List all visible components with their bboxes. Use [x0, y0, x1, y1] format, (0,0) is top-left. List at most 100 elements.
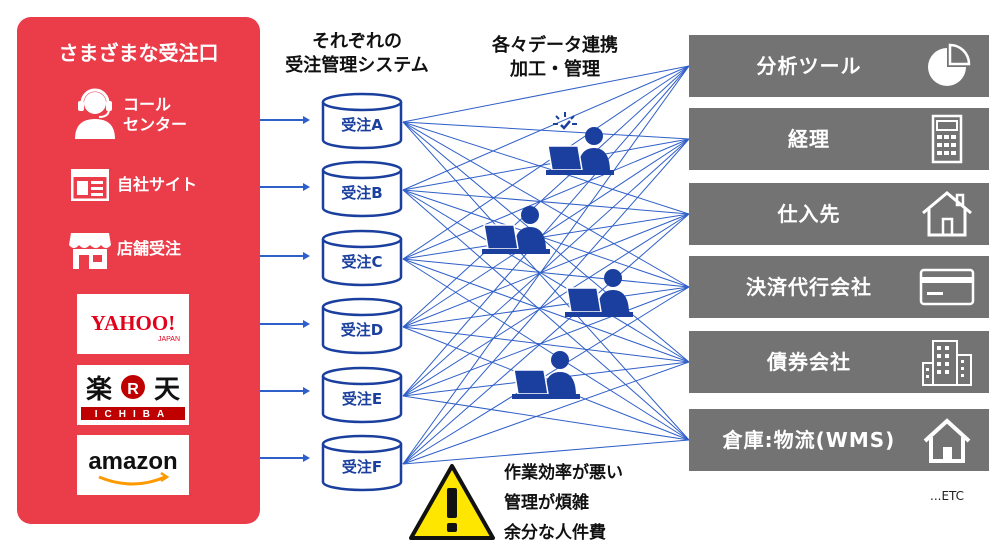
- pie-chart-icon: [919, 41, 975, 91]
- mesh-connection-line: [402, 213, 690, 328]
- destination-box: 経理: [689, 108, 989, 170]
- mesh-connection-line: [402, 138, 690, 465]
- sparkle-icon: [553, 112, 577, 130]
- destination-label: 倉庫:物流(WMS): [722, 428, 896, 452]
- destination-label: 仕入先: [777, 202, 841, 226]
- mesh-connection-line: [402, 286, 690, 328]
- svg-text:JAPAN: JAPAN: [158, 336, 180, 343]
- database-icon: [321, 229, 403, 287]
- order-channels-panel: さまざまな受注口 コール センター 自社サイト 店舗受注 YAHOO! JAPA…: [17, 17, 260, 524]
- problem-item: 余分な人件費: [504, 523, 606, 543]
- worker-at-laptop-icon: [546, 127, 614, 175]
- etc-label: ...ETC: [930, 489, 965, 503]
- database-icon: [321, 297, 403, 355]
- mesh-connection-line: [402, 395, 690, 441]
- website-icon: [71, 169, 109, 201]
- mesh-connection-line: [402, 258, 690, 441]
- mesh-connection-line: [402, 189, 690, 363]
- db-label: 受注D: [340, 321, 384, 339]
- db-label: 受注E: [341, 390, 383, 408]
- db-label: 受注A: [341, 116, 383, 134]
- mesh-connection-line: [402, 65, 690, 328]
- mesh-connection-line: [402, 258, 690, 363]
- buildings-icon: [919, 337, 975, 387]
- destination-label: 債券会社: [767, 350, 851, 374]
- mesh-connection-line: [402, 121, 690, 288]
- amazon-logo: amazon: [77, 435, 189, 495]
- worker-at-laptop-icon: [565, 269, 633, 317]
- order-system-db: 受注B: [321, 160, 403, 218]
- order-system-db: 受注D: [321, 297, 403, 355]
- db-label: 受注C: [341, 253, 383, 271]
- call-center-icon: [75, 88, 115, 139]
- arrow-head-right: [303, 116, 310, 124]
- svg-text:YAHOO!: YAHOO!: [91, 311, 175, 335]
- arrow-head-right: [303, 454, 310, 462]
- mesh-connection-line: [402, 138, 690, 328]
- mesh-connection-line: [402, 65, 690, 397]
- problem-list: 作業効率が悪い 管理が煩雑 余分な人件費: [504, 458, 623, 548]
- arrow-head-right: [303, 320, 310, 328]
- process-column-title: 各々データ連携 加工・管理: [492, 35, 618, 80]
- mesh-connection-line: [402, 286, 690, 465]
- mesh-connection-line: [402, 138, 690, 191]
- order-system-db: 受注E: [321, 366, 403, 424]
- source-label-store: 店舗受注: [117, 239, 182, 258]
- mesh-connection-line: [402, 189, 690, 441]
- store-icon: [69, 233, 111, 269]
- destination-label: 決済代行会社: [746, 275, 872, 299]
- svg-text:ICHIBA: ICHIBA: [95, 409, 171, 420]
- mesh-connection-line: [402, 326, 690, 363]
- house-icon: [919, 189, 975, 239]
- database-icon: [321, 366, 403, 424]
- svg-text:天: 天: [154, 375, 180, 405]
- source-label-call-center: コール センター: [123, 95, 188, 134]
- calculator-icon: [919, 114, 975, 164]
- mesh-connection-line: [402, 65, 690, 260]
- destination-box: 債券会社: [689, 331, 989, 393]
- database-icon: [321, 434, 403, 492]
- svg-text:amazon: amazon: [88, 448, 177, 475]
- arrow-head-right: [303, 252, 310, 260]
- mesh-connection-line: [402, 189, 690, 215]
- destination-box: 倉庫:物流(WMS): [689, 409, 989, 471]
- order-system-db: 受注C: [321, 229, 403, 287]
- arrow-head-right: [303, 183, 310, 191]
- mesh-connection-line: [402, 213, 690, 465]
- svg-text:楽: 楽: [86, 375, 113, 405]
- mesh-connection-line: [402, 65, 690, 123]
- mesh-connection-line: [402, 439, 690, 465]
- warning-icon: [409, 464, 495, 540]
- order-system-db: 受注F: [321, 434, 403, 492]
- svg-text:R: R: [127, 381, 139, 398]
- destination-box: 決済代行会社: [689, 256, 989, 318]
- problem-item: 作業効率が悪い: [504, 463, 623, 483]
- mesh-connection-line: [402, 258, 690, 288]
- yahoo-japan-logo: YAHOO! JAPAN: [77, 294, 189, 354]
- db-label: 受注B: [341, 184, 383, 202]
- systems-column-title: それぞれの 受注管理システム: [285, 31, 429, 76]
- mesh-connection-line: [402, 138, 690, 397]
- destination-label: 経理: [788, 127, 830, 151]
- mesh-connection-line: [402, 213, 690, 397]
- mesh-connection-line: [402, 138, 690, 260]
- mesh-connection-line: [402, 189, 690, 288]
- destination-box: 仕入先: [689, 183, 989, 245]
- order-system-db: 受注A: [321, 92, 403, 150]
- arrow-head-right: [303, 387, 310, 395]
- mesh-connection-line: [402, 121, 690, 363]
- mesh-connection-line: [402, 361, 690, 465]
- mesh-connection-line: [402, 213, 690, 260]
- destination-box: 分析ツール: [689, 35, 989, 97]
- database-icon: [321, 160, 403, 218]
- database-icon: [321, 92, 403, 150]
- problem-item: 管理が煩雑: [504, 493, 589, 513]
- mesh-connection-line: [402, 121, 690, 441]
- destination-label: 分析ツール: [756, 54, 862, 78]
- worker-at-laptop-icon: [512, 351, 580, 399]
- panel-title: さまざまな受注口: [58, 41, 219, 65]
- mesh-connection-line: [402, 121, 690, 140]
- mesh-connection-line: [402, 121, 690, 215]
- source-label-website: 自社サイト: [117, 175, 198, 194]
